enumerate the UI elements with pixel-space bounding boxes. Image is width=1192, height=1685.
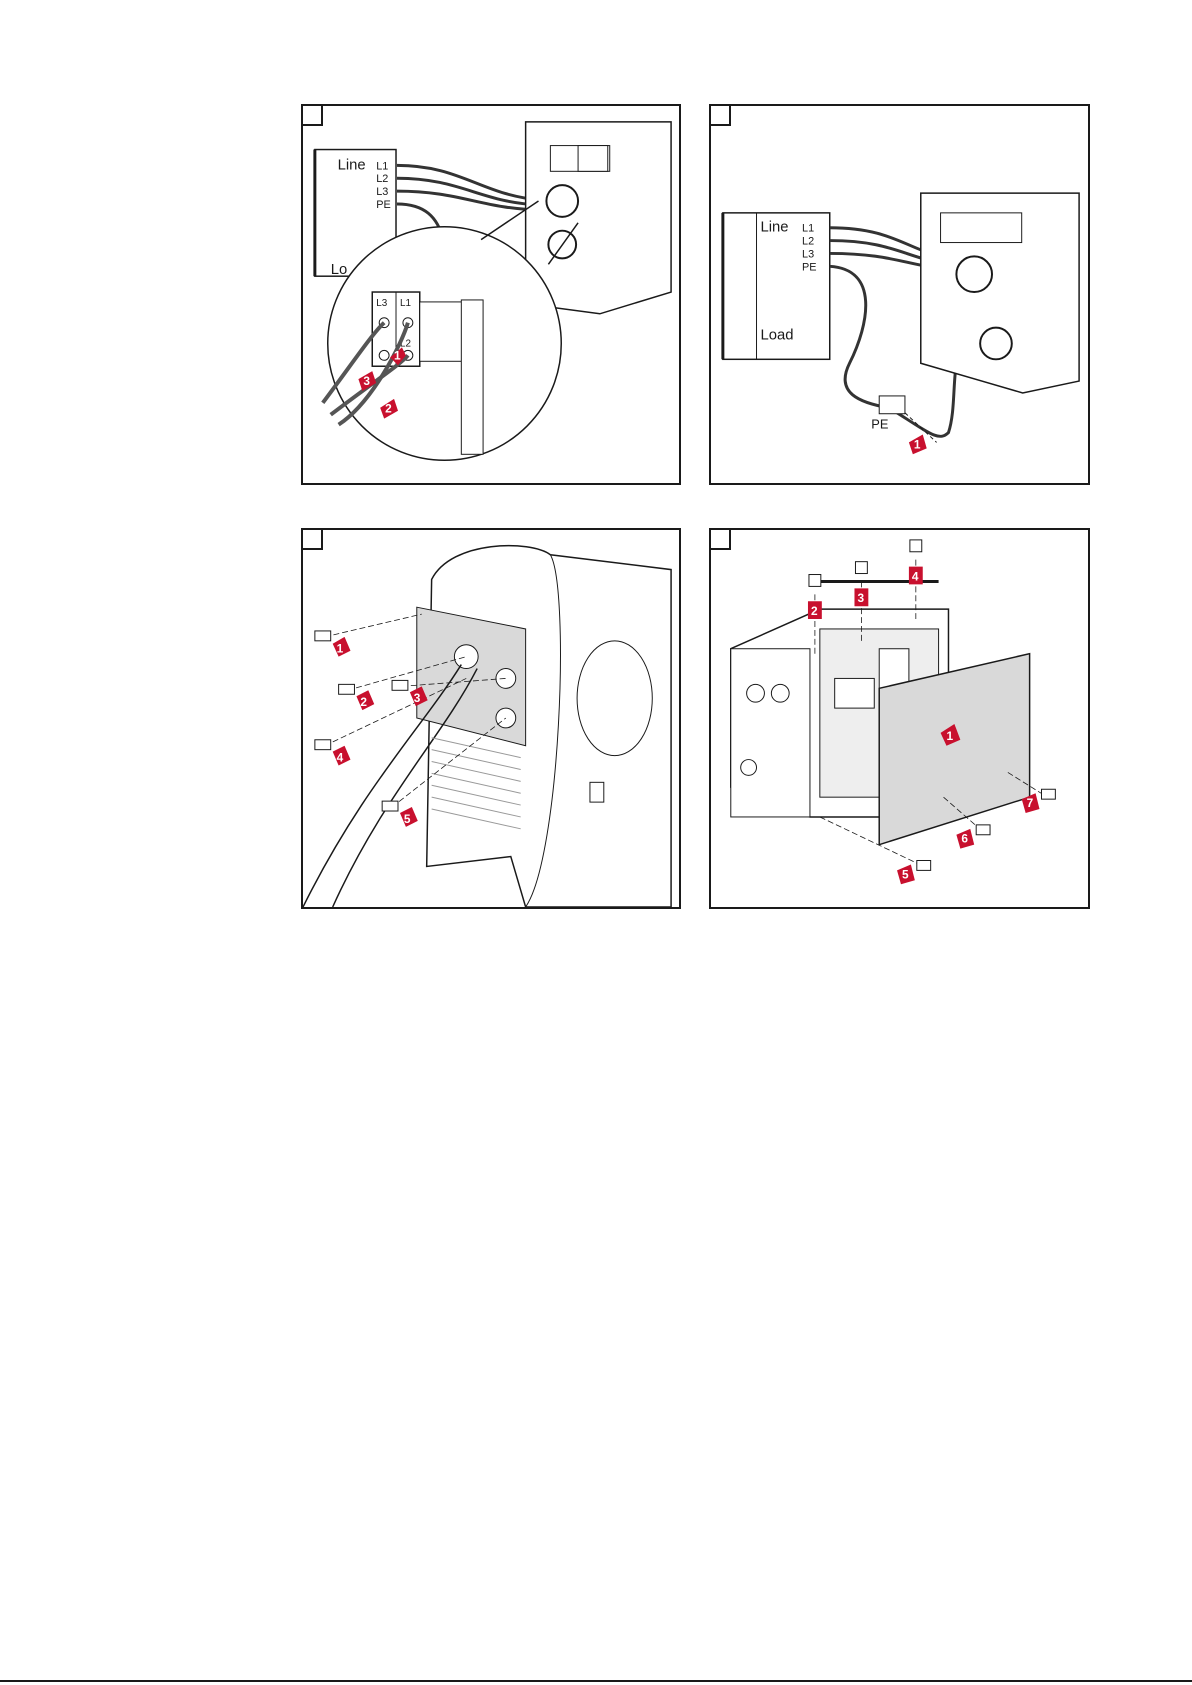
arrow-1-number: 1 xyxy=(337,642,344,656)
load-label-partial: Lo xyxy=(331,262,348,278)
arrow-3-number: 3 xyxy=(857,591,864,605)
arrow-1-number: 1 xyxy=(914,437,921,451)
l2-label: L2 xyxy=(802,236,814,248)
step-panel-4: 1 2 3 4 5 6 7 xyxy=(709,528,1090,909)
arrow-7-number: 7 xyxy=(1027,796,1034,810)
arrow-3-number: 3 xyxy=(414,691,421,705)
l2-label: L2 xyxy=(376,173,388,185)
arrow-2-number: 2 xyxy=(385,402,392,416)
arrow-5-number: 5 xyxy=(902,867,909,881)
arrow-6-number: 6 xyxy=(961,832,968,846)
l1-label: L1 xyxy=(802,223,814,235)
arrow-2-number: 2 xyxy=(811,604,818,618)
pe-label: PE xyxy=(376,199,391,211)
illustration-terminal-connection: Line Lo L1 L2 L3 PE L3 L1 L2 xyxy=(303,106,679,483)
arrow-4-number: 4 xyxy=(912,569,919,583)
step-panel-3: 1 2 3 4 5 xyxy=(301,528,681,909)
step-panel-1: Line Lo L1 L2 L3 PE L3 L1 L2 xyxy=(301,104,681,485)
detail-l1-label: L1 xyxy=(400,298,411,309)
l3-label: L3 xyxy=(376,186,388,198)
illustration-pe-connection: Line Load L1 L2 L3 PE PE 1 xyxy=(711,106,1088,483)
arrow-1-number: 1 xyxy=(947,729,954,743)
footer-rule xyxy=(0,1680,1192,1682)
arrow-5-number: 5 xyxy=(404,812,411,826)
arrow-3-number: 3 xyxy=(363,374,370,388)
line-label: Line xyxy=(338,157,366,173)
arrow-2-number: 2 xyxy=(360,695,367,709)
pe-label: PE xyxy=(802,261,817,273)
illustration-rear-panel-screws: 1 2 3 4 5 xyxy=(303,530,679,907)
line-label: Line xyxy=(760,220,788,236)
l1-label: L1 xyxy=(376,160,388,172)
pe-cable-label: PE xyxy=(871,417,889,432)
l3-label: L3 xyxy=(802,248,814,260)
detail-l3-label: L3 xyxy=(376,298,387,309)
arrow-1-number: 1 xyxy=(394,348,401,362)
load-label: Load xyxy=(760,328,793,344)
arrow-4-number: 4 xyxy=(337,751,344,765)
step-panel-2: Line Load L1 L2 L3 PE PE 1 xyxy=(709,104,1090,485)
illustration-side-panel-removal: 1 2 3 4 5 6 7 xyxy=(711,530,1088,907)
